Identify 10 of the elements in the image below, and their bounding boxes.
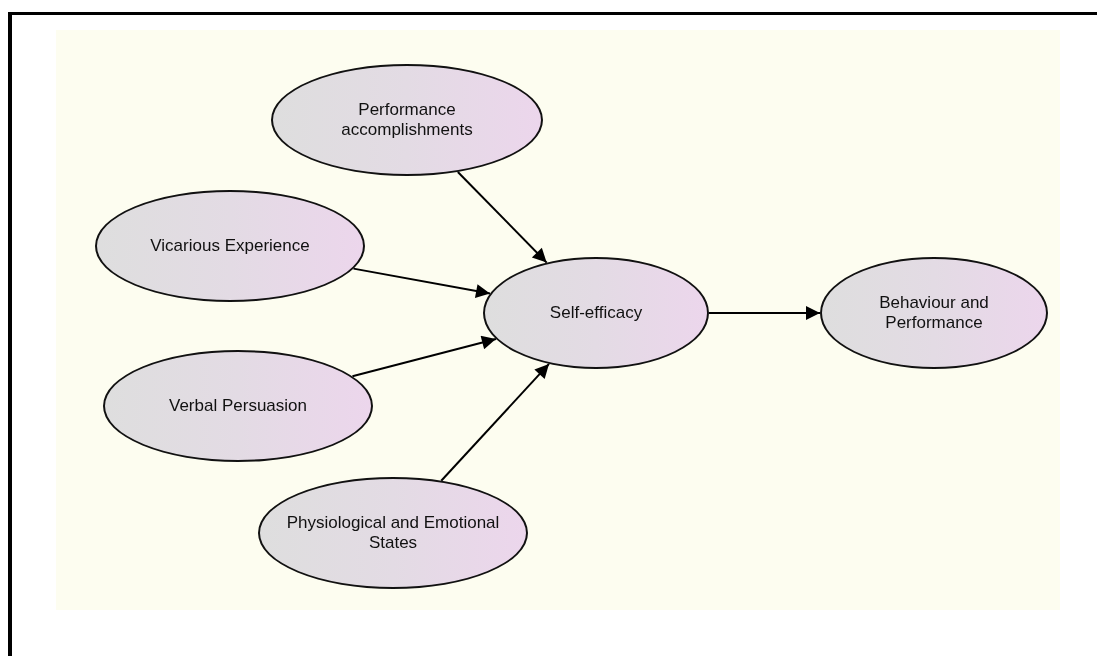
node-label: Vicarious Experience <box>150 235 310 257</box>
node-label: Performance accomplishments <box>340 99 474 141</box>
arrow <box>456 170 548 264</box>
arrow <box>351 335 497 378</box>
node-label: Behaviour and Performance <box>878 292 990 334</box>
node-label: Self-efficacy <box>549 302 643 324</box>
node-label: Verbal Persuasion <box>169 395 307 417</box>
arrow <box>708 306 821 320</box>
node-label: Physiological and Emotional States <box>285 512 501 554</box>
arrow <box>352 267 491 298</box>
